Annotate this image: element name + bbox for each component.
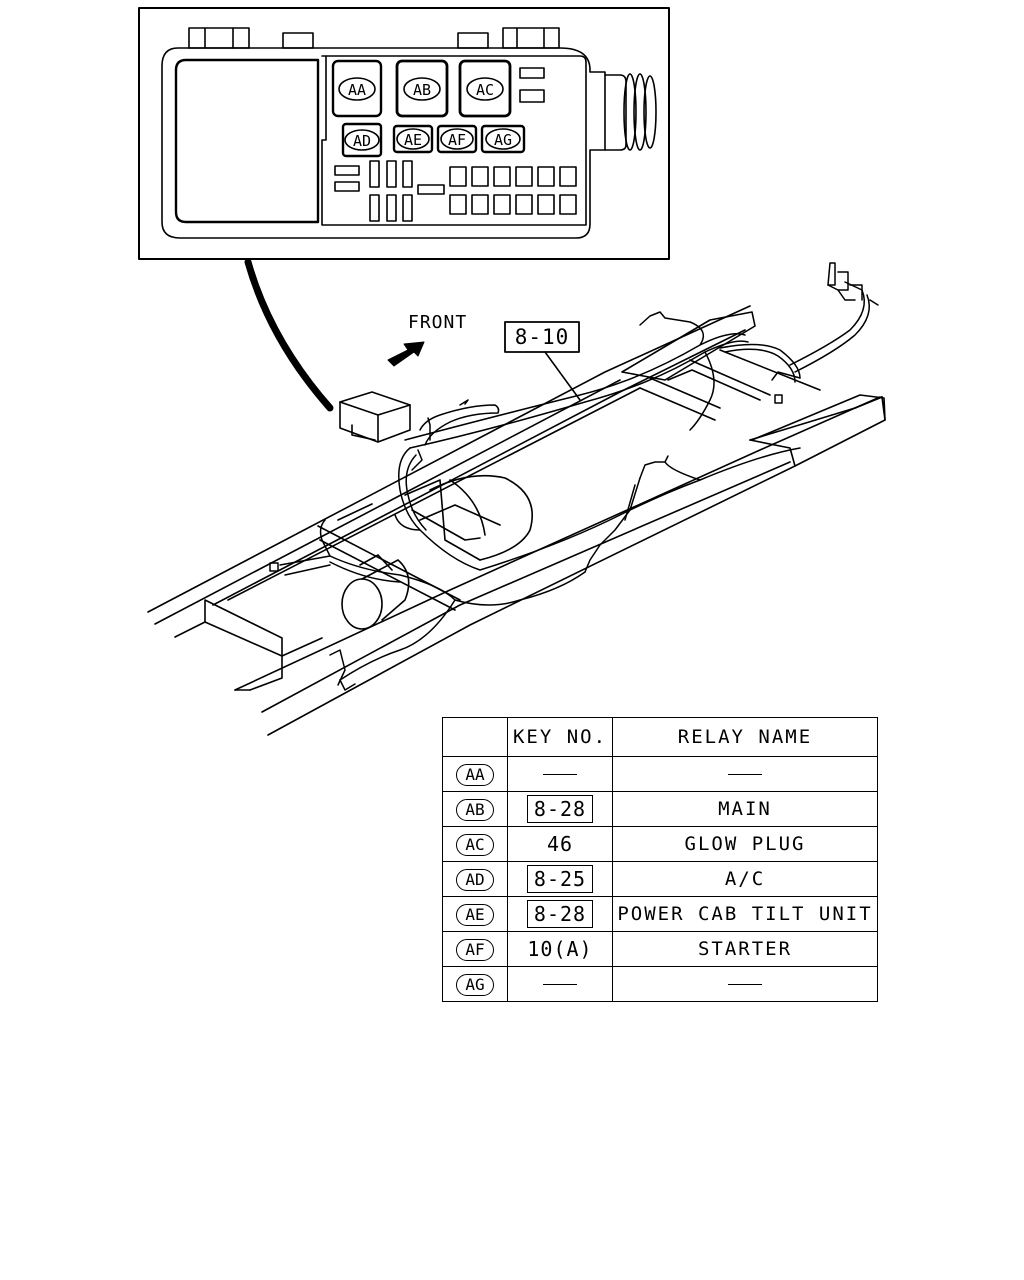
relay-code-badge: AB: [456, 798, 494, 821]
relay-code-cell: AE: [442, 896, 508, 932]
key-no-value: 46: [546, 832, 574, 856]
relay-code-badge: AA: [456, 763, 494, 786]
front-label: FRONT: [408, 312, 467, 333]
table-row: AD 8-25 A/C: [442, 861, 878, 897]
inset-label-ab: AB: [413, 81, 431, 99]
key-no-cell: 8-28: [507, 896, 613, 932]
relay-table: KEY NO. RELAY NAME AA AB 8-28 MAIN AC 46 GLOW …: [442, 717, 878, 1002]
inset-label-ae: AE: [404, 131, 422, 149]
key-no-cell: 8-25: [507, 861, 613, 897]
relay-code-badge: AC: [456, 833, 494, 856]
harness-ref-box: [504, 321, 580, 353]
inset-label-ad: AD: [353, 132, 371, 150]
empty-dash: [543, 984, 577, 985]
relay-ae-housing: [392, 124, 434, 154]
relay-code-badge: AE: [456, 903, 494, 926]
relay-name-cell: [612, 966, 878, 1002]
relay-af-housing: [436, 124, 478, 154]
engine-transmission: [341, 474, 534, 630]
relay-name-cell: POWER CAB TILT UNIT: [612, 896, 878, 932]
relay-code-badge: AG: [456, 973, 494, 996]
chassis-frame: [147, 305, 886, 736]
relay-box-inset: [138, 7, 670, 260]
relay-ag-housing: [480, 124, 526, 154]
relay-ad-housing: [341, 122, 383, 158]
front-arrow-icon: [387, 341, 425, 367]
table-row: AA: [442, 756, 878, 792]
table-row: AF 10(A) STARTER: [442, 931, 878, 967]
key-no-value: 10(A): [527, 937, 593, 961]
table-row: AG: [442, 966, 878, 1002]
inset-label-af: AF: [448, 131, 466, 149]
relay-name: A/C: [724, 868, 766, 890]
harness-ref-label: 8-10: [515, 325, 570, 349]
key-no-cell: [507, 756, 613, 792]
header-relay-name: RELAY NAME: [612, 717, 878, 757]
key-no-cell: 8-28: [507, 791, 613, 827]
key-no-boxed: 8-28: [526, 900, 594, 928]
empty-dash: [543, 774, 577, 775]
leader-curve: [244, 258, 334, 412]
key-no-cell: 10(A): [507, 931, 613, 967]
inset-label-ag: AG: [494, 131, 512, 149]
relay-code-cell: AC: [442, 826, 508, 862]
table-row: AB 8-28 MAIN: [442, 791, 878, 827]
relay-name-cell: MAIN: [612, 791, 878, 827]
table-row: AC 46 GLOW PLUG: [442, 826, 878, 862]
relay-code-cell: AG: [442, 966, 508, 1002]
relay-name-cell: STARTER: [612, 931, 878, 967]
key-no-boxed: 8-28: [526, 795, 594, 823]
connector-spring-icon: [604, 73, 657, 151]
inset-label-ac: AC: [476, 81, 494, 99]
relay-name: MAIN: [718, 798, 772, 820]
relay-aa-housing: [331, 59, 383, 118]
empty-dash: [728, 774, 762, 775]
relay-name-cell: GLOW PLUG: [612, 826, 878, 862]
relay-name-cell: A/C: [612, 861, 878, 897]
relay-name: STARTER: [697, 938, 793, 960]
wiring-harness: [269, 262, 879, 691]
harness-ref-leader: [544, 351, 581, 401]
table-header-row: KEY NO. RELAY NAME: [442, 717, 878, 757]
header-code: [442, 717, 508, 757]
relay-rows: AA AB 8-28 MAIN AC 46 GLOW PLUG AD 8-25 A/C AE 8-28…: [442, 756, 878, 1002]
relay-ac-housing: [458, 59, 512, 118]
relay-code-badge: AD: [456, 868, 494, 891]
key-no-cell: [507, 966, 613, 1002]
relay-ab-housing: [395, 59, 449, 118]
relay-code-cell: AD: [442, 861, 508, 897]
relay-name-cell: [612, 756, 878, 792]
header-key-no: KEY NO.: [507, 717, 613, 757]
relay-code-badge: AF: [456, 938, 494, 961]
inset-relay-labels: AA AB AC AD AE AF AG: [348, 81, 512, 150]
relay-code-cell: AA: [442, 756, 508, 792]
key-no-boxed: 8-25: [526, 865, 594, 893]
table-row: AE 8-28 POWER CAB TILT UNIT: [442, 896, 878, 932]
inset-label-aa: AA: [348, 81, 366, 99]
relay-code-cell: AF: [442, 931, 508, 967]
relay-name: GLOW PLUG: [684, 833, 806, 855]
empty-dash: [728, 984, 762, 985]
relay-name: POWER CAB TILT UNIT: [617, 903, 873, 925]
relay-code-cell: AB: [442, 791, 508, 827]
relay-box-3d: [339, 391, 411, 443]
key-no-cell: 46: [507, 826, 613, 862]
